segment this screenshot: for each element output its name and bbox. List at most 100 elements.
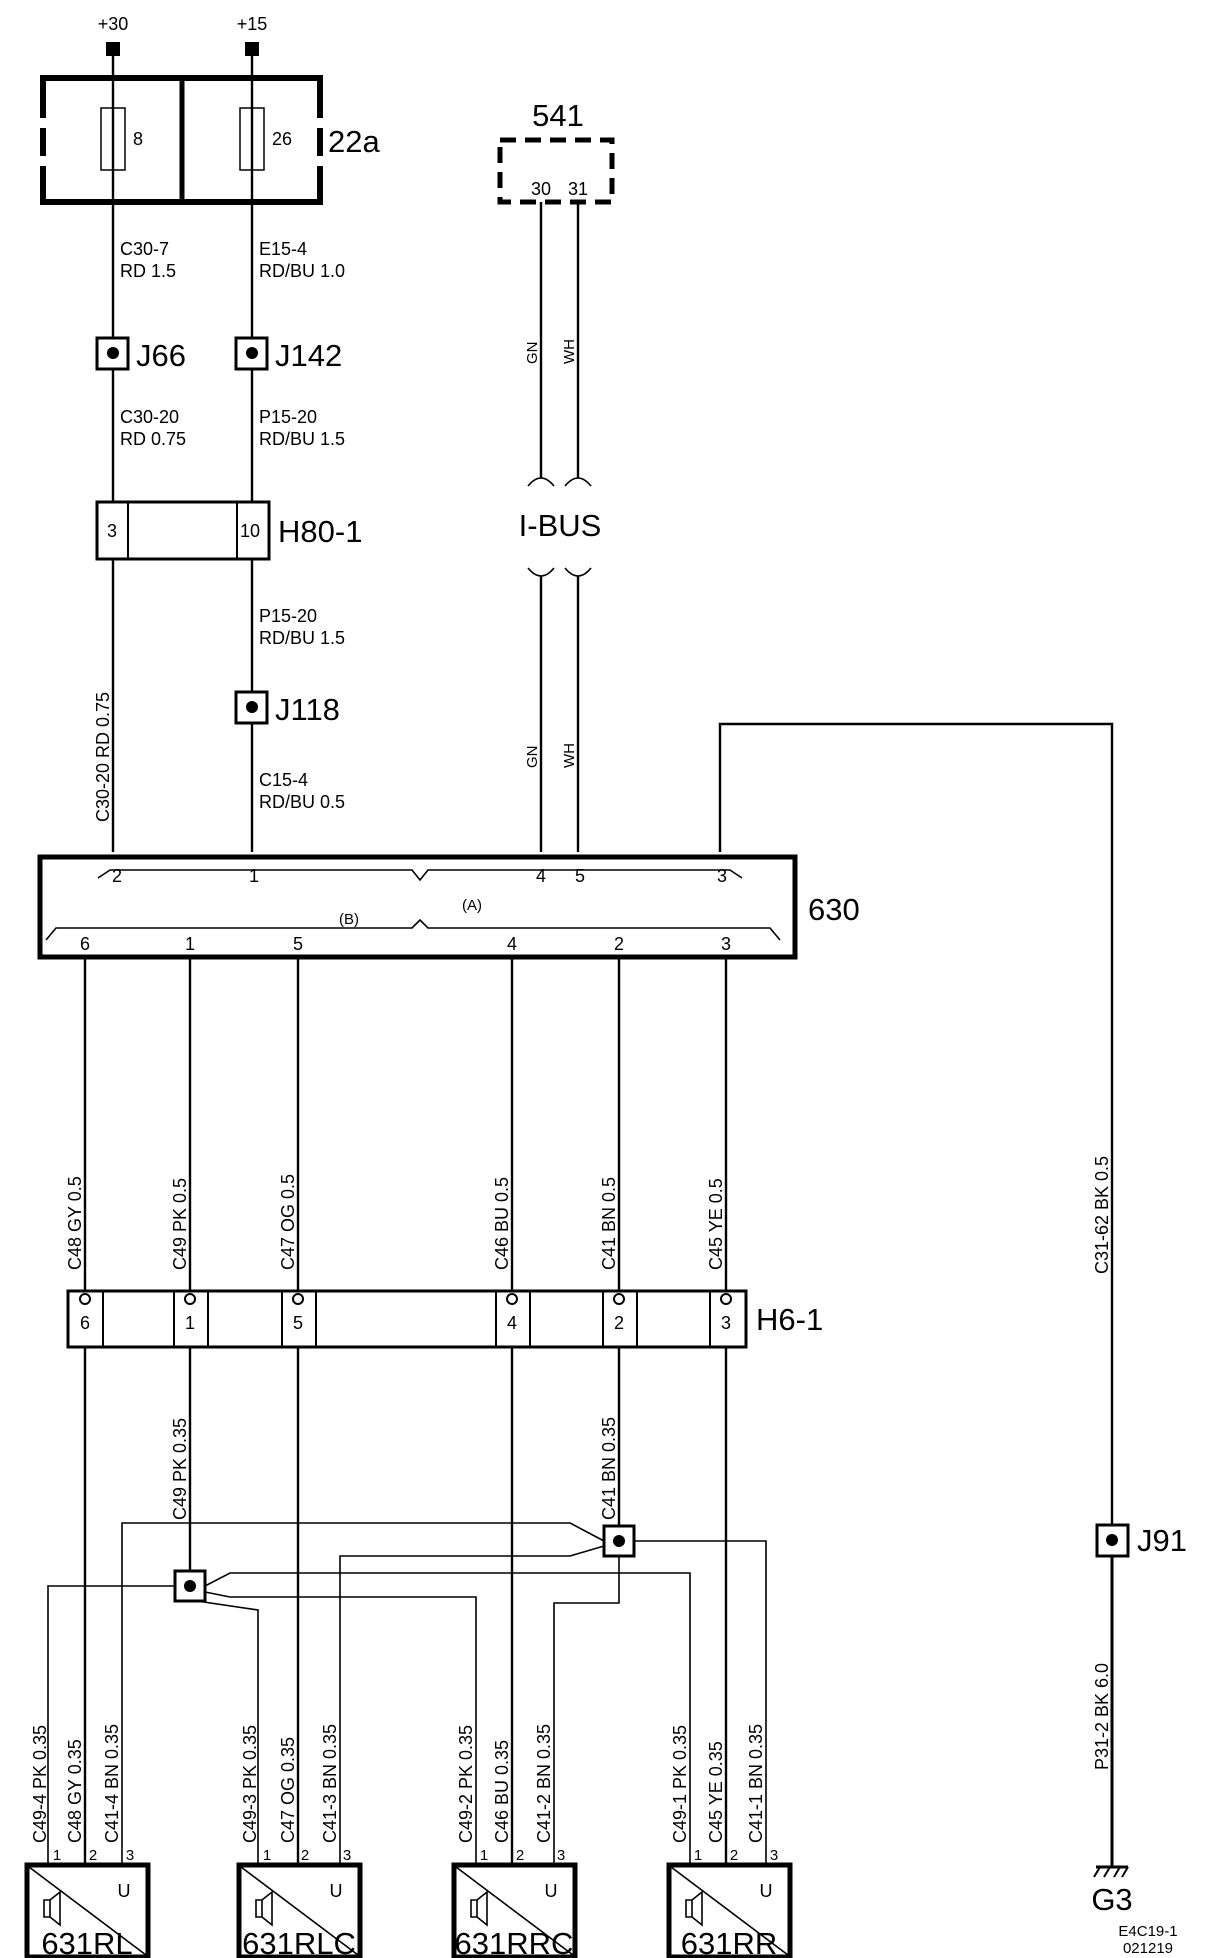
fuse-26-label: 26 [272,129,292,149]
wire-c41-1: C41-1 BN 0.35 [746,1724,766,1843]
wire-p31-2: P31-2 BK 6.0 [1092,1663,1112,1770]
speaker-rl-u: U [118,1881,131,1901]
speaker-631rl [24,1862,151,1958]
amp-a-pin-1: 1 [249,866,259,886]
wire-c48: C48 GY 0.5 [65,1176,85,1270]
wire-p15-20-spec: RD/BU 1.5 [259,429,345,449]
wire-c30-20-spec: RD 0.75 [120,429,186,449]
module-541-pin-31: 31 [568,179,588,199]
speaker-rrc-pin-2: 2 [516,1847,524,1864]
wire-c41-035: C41 BN 0.35 [599,1417,619,1520]
wire-c47: C47 OG 0.5 [278,1174,298,1270]
amp-a-pin-3: 3 [717,866,727,886]
speaker-rlc-wires: C49-3 PK 0.35 C47 OG 0.35 C41-3 BN 0.35 [240,1724,340,1843]
wire-c30-7-spec: RD 1.5 [120,261,176,281]
speaker-rr-wires: C49-1 PK 0.35 C45 YE 0.35 C41-1 BN 0.35 [670,1724,766,1843]
speaker-631rr [666,1862,793,1958]
fuse-8-label: 8 [133,129,143,149]
speaker-rl-id: 631RL [41,1926,132,1958]
speaker-rrc-wires: C49-2 PK 0.35 C46 BU 0.35 C41-2 BN 0.35 [456,1724,554,1843]
wire-c46-035: C46 BU 0.35 [492,1740,512,1843]
amp-id: 630 [808,892,860,927]
label-plus30: +30 [98,14,129,34]
wire-p15-20b: P15-20 [259,606,317,626]
wire-wh-top: WH [561,339,578,364]
speaker-rl-pin-2: 2 [89,1847,97,1864]
h6-pin-3: 3 [721,1313,731,1333]
wire-e15-4: E15-4 [259,239,307,259]
amp-group-a: (A) [462,897,482,914]
wire-c41: C41 BN 0.5 [599,1177,619,1270]
speaker-rl-pin-1: 1 [53,1847,61,1864]
speaker-rl-wires: C49-4 PK 0.35 C48 GY 0.35 C41-4 BN 0.35 [30,1724,122,1843]
connector-h80-1 [95,500,271,561]
wire-c46: C46 BU 0.5 [492,1177,512,1270]
h6-pin-5: 5 [293,1313,303,1333]
amp-b-pin-4: 4 [507,934,517,954]
speaker-rlc-pin-3: 3 [343,1847,351,1864]
speaker-rlc-pin-1: 1 [263,1847,271,1864]
amplifier-630 [37,854,798,960]
speaker-rrc-pin-1: 1 [480,1847,488,1864]
wire-c49-035: C49 PK 0.35 [170,1418,190,1520]
wire-c31-62: C31-62 BK 0.5 [1092,1156,1112,1274]
h6-pin-1: 1 [185,1313,195,1333]
wire-c49-3: C49-3 PK 0.35 [240,1725,260,1843]
amp-group-b: (B) [339,911,359,928]
connector-h6-1 [66,1289,748,1349]
speaker-631rrc [451,1862,578,1958]
wire-c48-035: C48 GY 0.35 [65,1739,85,1843]
connector-h6-id: H6-1 [756,1302,823,1337]
wire-c47-035: C47 OG 0.35 [278,1737,298,1843]
wire-c49-2: C49-2 PK 0.35 [456,1725,476,1843]
ibus-label: I-BUS [519,508,602,543]
speaker-rr-u: U [760,1881,773,1901]
wire-c45: C45 YE 0.5 [706,1178,726,1270]
h6-pin-4: 4 [507,1313,517,1333]
amp-a-pin-5: 5 [575,866,585,886]
module-541 [497,137,615,205]
wire-c30-20-vert: C30-20 RD 0.75 [93,692,113,822]
wire-p15-20: P15-20 [259,407,317,427]
terminal-plus15 [245,42,259,56]
wire-c49-1: C49-1 PK 0.35 [670,1725,690,1843]
wire-c30-20: C30-20 [120,407,179,427]
junction-j66: J66 [136,338,186,373]
amp-a-pin-4: 4 [536,866,546,886]
amp-b-pin-1: 1 [185,934,195,954]
wire-c41-4: C41-4 BN 0.35 [102,1724,122,1843]
speaker-rrc-pin-3: 3 [557,1847,565,1864]
wire-c49: C49 PK 0.5 [170,1178,190,1270]
module-541-pin-30: 30 [531,179,551,199]
speaker-rl-pin-3: 3 [126,1847,134,1864]
terminal-plus30 [106,42,120,56]
diagram-code: E4C19-1 [1118,1923,1177,1940]
junction-j142: J142 [275,338,342,373]
wire-c41-3: C41-3 BN 0.35 [320,1724,340,1843]
h80-pin-10: 10 [240,521,260,541]
h80-pin-3: 3 [107,521,117,541]
speaker-rrc-id: 631RRC [455,1926,574,1958]
amp-b-pin-3: 3 [721,934,731,954]
wire-c15-4-spec: RD/BU 0.5 [259,792,345,812]
speaker-icon [43,1890,61,1927]
speaker-rrc-u: U [545,1881,558,1901]
amp-b-pin-2: 2 [614,934,624,954]
speaker-rr-pin-3: 3 [770,1847,778,1864]
speaker-icon [470,1890,488,1927]
wire-c49-4: C49-4 PK 0.35 [30,1725,50,1843]
speaker-631rlc [236,1862,363,1958]
module-541-id: 541 [532,98,584,133]
ground-g3: G3 [1091,1882,1132,1917]
wire-gn-top: GN [524,342,541,365]
fusebox-id: 22a [328,124,380,159]
speaker-rr-pin-1: 1 [694,1847,702,1864]
h6-pin-2: 2 [614,1313,624,1333]
speaker-rlc-u: U [330,1881,343,1901]
amp-a-pin-2: 2 [112,866,122,886]
label-plus15: +15 [237,14,268,34]
speaker-rr-pin-2: 2 [730,1847,738,1864]
wire-e15-4-spec: RD/BU 1.0 [259,261,345,281]
speaker-rr-id: 631RR [681,1926,778,1958]
